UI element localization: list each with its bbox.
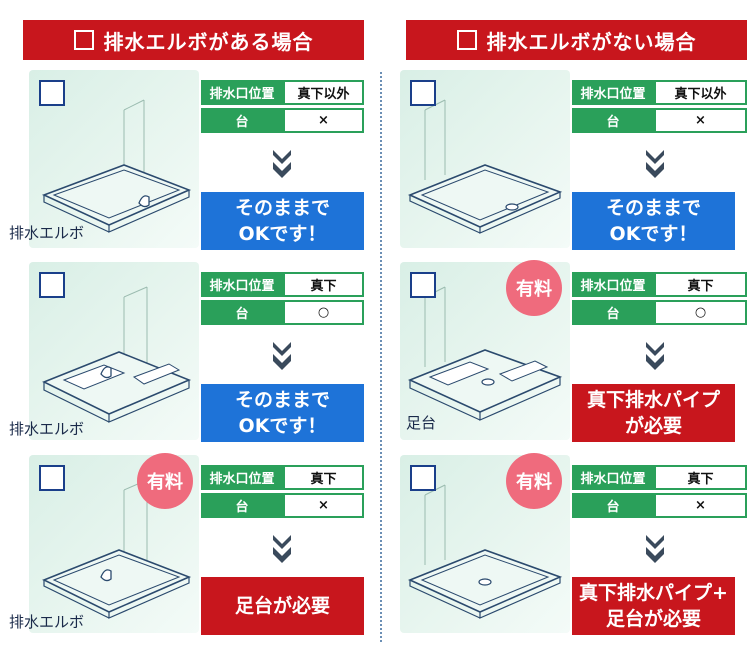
- condition-table: 排水口位置真下以外 台×: [201, 80, 364, 136]
- stand-label: 台: [201, 300, 283, 325]
- column-with-elbow: 排水エルボがある場合 排水エルボ 排水口位置真下以外 台× そのままで OKです…: [9, 0, 366, 664]
- washer-pan-drawing: [407, 286, 563, 421]
- position-label: 排水口位置: [572, 272, 654, 297]
- elbow-callout: 排水エルボ: [9, 613, 85, 631]
- stand-label: 台: [572, 108, 654, 133]
- column-header: 排水エルボがある場合: [23, 20, 364, 60]
- down-arrow-icon: [273, 150, 291, 178]
- washer-pan-illustration: [400, 70, 570, 248]
- condition-table: 排水口位置真下 台×: [201, 465, 364, 521]
- stand-label: 台: [201, 108, 283, 133]
- position-value: 真下: [654, 465, 747, 490]
- stand-value: ×: [283, 493, 364, 518]
- stand-label: 台: [572, 493, 654, 518]
- case-checkbox[interactable]: [410, 80, 436, 106]
- paid-badge: 有料: [506, 453, 562, 509]
- washer-pan-drawing: [407, 99, 563, 234]
- case-checkbox[interactable]: [39, 465, 65, 491]
- case-checkbox[interactable]: [410, 465, 436, 491]
- column-header: 排水エルボがない場合: [406, 20, 747, 60]
- result-box: そのままで OKです！: [572, 192, 735, 250]
- case-row: 有料 排水口位置真下 台× 真下排水パイプ+ 足台が必要: [392, 453, 749, 637]
- washer-pan-illustration: [29, 70, 199, 248]
- result-line-2: 足台が必要: [605, 608, 701, 630]
- column-divider: [380, 72, 382, 642]
- down-arrow-icon: [646, 150, 664, 178]
- case-row: 排水エルボ 排水口位置真下以外 台× そのままで OKです！: [9, 70, 366, 252]
- result-box: 足台が必要: [201, 577, 364, 635]
- case-row: 排水口位置真下以外 台× そのままで OKです！: [392, 70, 749, 252]
- case-checkbox[interactable]: [410, 272, 436, 298]
- result-line-1: 真下排水パイプ+: [579, 582, 728, 604]
- case-row: 有料 足台 排水口位置真下 台○ 真下排水パイプ が必要: [392, 260, 749, 444]
- result-line-2: OKです！: [609, 223, 698, 245]
- elbow-callout: 排水エルボ: [9, 420, 85, 438]
- washer-pan-illustration: [29, 262, 199, 440]
- down-arrow-icon: [646, 535, 664, 563]
- down-arrow-icon: [273, 342, 291, 370]
- washer-pan-drawing: [42, 286, 192, 423]
- result-box: そのままで OKです！: [201, 384, 364, 442]
- condition-table: 排水口位置真下 台×: [572, 465, 747, 521]
- stand-label: 台: [201, 493, 283, 518]
- stand-value: ×: [283, 108, 364, 133]
- condition-table: 排水口位置真下以外 台×: [572, 80, 747, 136]
- stand-value: ○: [283, 300, 364, 325]
- result-line-1: そのままで: [234, 197, 330, 219]
- result-box: 真下排水パイプ+ 足台が必要: [572, 577, 735, 635]
- condition-table: 排水口位置真下 台○: [201, 272, 364, 328]
- case-checkbox[interactable]: [39, 80, 65, 106]
- position-label: 排水口位置: [201, 80, 283, 105]
- elbow-callout: 排水エルボ: [9, 224, 85, 242]
- position-value: 真下: [283, 465, 364, 490]
- result-line-2: が必要: [624, 415, 682, 437]
- stand-value: ○: [654, 300, 747, 325]
- position-label: 排水口位置: [201, 465, 283, 490]
- washer-pan-drawing: [407, 484, 563, 619]
- position-value: 真下: [283, 272, 364, 297]
- position-label: 排水口位置: [572, 465, 654, 490]
- position-label: 排水口位置: [572, 80, 654, 105]
- stand-callout: 足台: [406, 414, 437, 432]
- checkbox-icon: [456, 30, 477, 50]
- result-line-2: OKです！: [238, 223, 327, 245]
- washer-pan-illustration: [29, 455, 199, 633]
- result-line-2: OKです！: [238, 415, 327, 437]
- position-value: 真下: [654, 272, 747, 297]
- stand-label: 台: [572, 300, 654, 325]
- stand-value: ×: [654, 493, 747, 518]
- column-without-elbow: 排水エルボがない場合 排水口位置真下以外 台× そのままで OKです！: [392, 0, 749, 664]
- stand-value: ×: [654, 108, 747, 133]
- result-line-1: そのままで: [605, 197, 701, 219]
- position-label: 排水口位置: [201, 272, 283, 297]
- column-header-title: 排水エルボがある場合: [103, 29, 314, 54]
- down-arrow-icon: [273, 535, 291, 563]
- column-header-title: 排水エルボがない場合: [486, 29, 697, 54]
- result-box: そのままで OKです！: [201, 192, 364, 250]
- case-row: 有料 排水エルボ 排水口位置真下 台× 足台が必要: [9, 453, 366, 637]
- washer-pan-illustration: [400, 455, 570, 633]
- washer-pan-drawing: [41, 99, 192, 233]
- checkbox-icon: [73, 30, 94, 50]
- down-arrow-icon: [646, 342, 664, 370]
- result-line-1: 足台が必要: [234, 595, 330, 617]
- position-value: 真下以外: [283, 80, 364, 105]
- position-value: 真下以外: [654, 80, 747, 105]
- result-line-1: そのままで: [234, 389, 330, 411]
- condition-table: 排水口位置真下 台○: [572, 272, 747, 328]
- result-line-1: 真下排水パイプ: [586, 389, 720, 411]
- case-row: 排水エルボ 排水口位置真下 台○ そのままで OKです！: [9, 262, 366, 444]
- result-box: 真下排水パイプ が必要: [572, 384, 735, 442]
- paid-badge: 有料: [137, 453, 193, 509]
- paid-badge: 有料: [506, 260, 562, 316]
- case-checkbox[interactable]: [39, 272, 65, 298]
